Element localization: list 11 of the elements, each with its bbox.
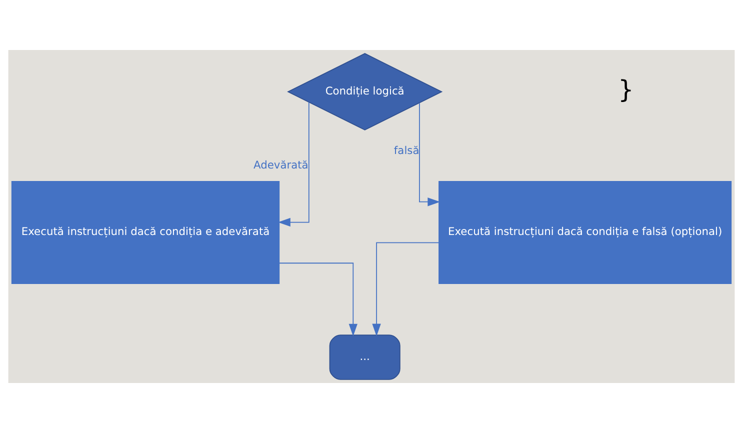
arrow	[278, 262, 358, 336]
arrow	[278, 102, 310, 227]
node-box: ...	[329, 334, 400, 380]
node-box: Execută instrucțiuni dacă condiția e adevărată	[11, 180, 280, 284]
edge-label: falsă	[394, 144, 420, 157]
node-box: Execută instrucțiuni dacă condiția e falsă (opțional)	[438, 180, 732, 284]
label: }	[618, 74, 634, 104]
arrow	[372, 242, 440, 336]
node-diamond: Condiție logică	[287, 53, 443, 130]
edge-label: Adevărată	[254, 158, 308, 172]
arrow	[419, 102, 440, 206]
